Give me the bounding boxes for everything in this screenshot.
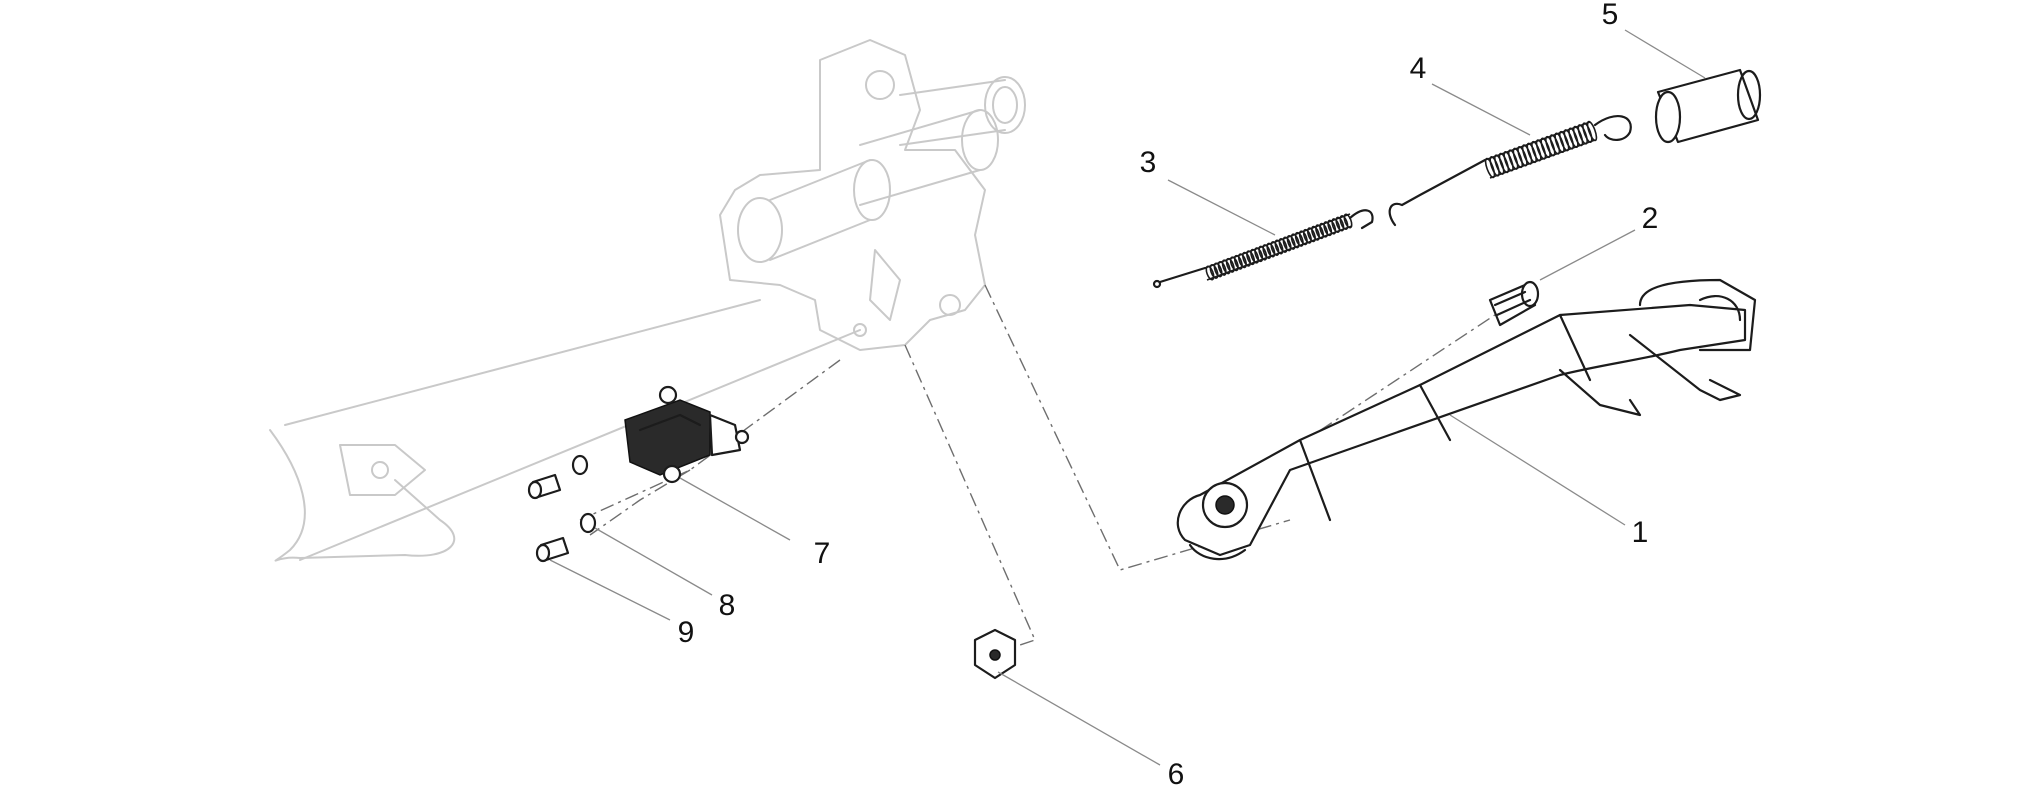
spring-coil — [1517, 145, 1528, 167]
spring-coil — [1503, 151, 1514, 172]
callout-2: 2 — [1642, 202, 1659, 235]
spring-coil — [1233, 254, 1243, 270]
spring-coil — [1298, 230, 1308, 246]
spring-coil — [1549, 134, 1561, 155]
spring-coil — [1229, 256, 1239, 272]
spring-coil — [1572, 125, 1584, 147]
spring-coil — [1331, 218, 1341, 234]
leader-lines — [549, 29, 1706, 766]
spring-coil — [1535, 139, 1547, 160]
spring-coil — [1237, 253, 1247, 269]
hex-nut — [973, 628, 1017, 680]
callout-1: 1 — [1632, 516, 1649, 549]
spring-coil — [1286, 234, 1296, 250]
spring-coil — [1545, 135, 1556, 157]
spring-coil — [1339, 215, 1349, 230]
spring-coil — [1311, 225, 1321, 241]
spring-coils-large — [1484, 120, 1598, 179]
callout-5: 5 — [1602, 0, 1619, 31]
spring-coil — [1213, 262, 1223, 278]
side-stand-leg — [1176, 278, 1757, 561]
spring-coil — [1290, 233, 1300, 249]
spring-coil — [1282, 236, 1292, 252]
spring-coil — [1568, 127, 1579, 148]
spring-coil — [1327, 219, 1337, 235]
spring-coil — [1217, 260, 1227, 276]
spring-coil — [1258, 245, 1268, 261]
frame-ghost-outline — [269, 39, 1026, 562]
spring-coil — [1225, 257, 1235, 273]
spring-coil — [1554, 132, 1565, 154]
callout-9: 9 — [678, 616, 695, 649]
callout-7: 7 — [814, 537, 831, 570]
spring-coil — [1558, 130, 1570, 152]
spring-coil — [1582, 122, 1593, 143]
spring-coil — [1521, 144, 1533, 165]
callout-8: 8 — [719, 589, 736, 622]
spring-coil — [1489, 156, 1500, 177]
spring-coil — [1266, 242, 1276, 258]
washers — [571, 454, 597, 534]
bushing-sleeve — [1654, 68, 1762, 144]
screws — [527, 473, 570, 563]
callout-3: 3 — [1140, 146, 1157, 179]
spring-coil — [1507, 149, 1519, 170]
spring-coil — [1343, 213, 1353, 229]
spring-coil — [1540, 137, 1551, 159]
spring-coil — [1577, 124, 1588, 145]
spring-coil — [1205, 265, 1215, 281]
spring-coils-small — [1205, 213, 1353, 281]
spring-coil — [1302, 228, 1312, 244]
spring-coil — [1526, 142, 1537, 164]
spring-coil — [1254, 247, 1264, 263]
spring-coil — [1250, 248, 1260, 264]
return-spring-large — [1388, 115, 1632, 227]
spring-coil — [1498, 152, 1510, 174]
spring-coil — [1221, 259, 1231, 275]
spring-coil — [1306, 227, 1316, 243]
spring-coil — [1484, 157, 1496, 179]
spring-coil — [1278, 238, 1288, 253]
spring-coil — [1563, 129, 1575, 150]
spring-coil — [1319, 222, 1329, 238]
pivot-pin — [1488, 280, 1540, 327]
callout-4: 4 — [1410, 52, 1427, 85]
spring-coil — [1262, 244, 1272, 260]
spring-coil — [1294, 231, 1304, 247]
side-stand-switch — [624, 385, 750, 484]
spring-coil — [1209, 264, 1219, 279]
spring-coil — [1315, 224, 1325, 240]
spring-coil — [1586, 120, 1598, 142]
spring-coil — [1246, 250, 1256, 266]
spring-coil — [1531, 140, 1542, 162]
spring-coil — [1323, 221, 1333, 237]
callout-6: 6 — [1168, 758, 1185, 790]
spring-coil — [1494, 154, 1505, 175]
spring-coil — [1270, 241, 1280, 256]
callout-labels: 1 2 3 4 5 6 7 8 9 — [678, 0, 1659, 790]
spring-coil — [1512, 147, 1524, 169]
return-spring-small — [1152, 209, 1374, 289]
spring-coil — [1274, 239, 1284, 255]
spring-coil — [1335, 216, 1345, 232]
spring-coil — [1242, 251, 1252, 267]
